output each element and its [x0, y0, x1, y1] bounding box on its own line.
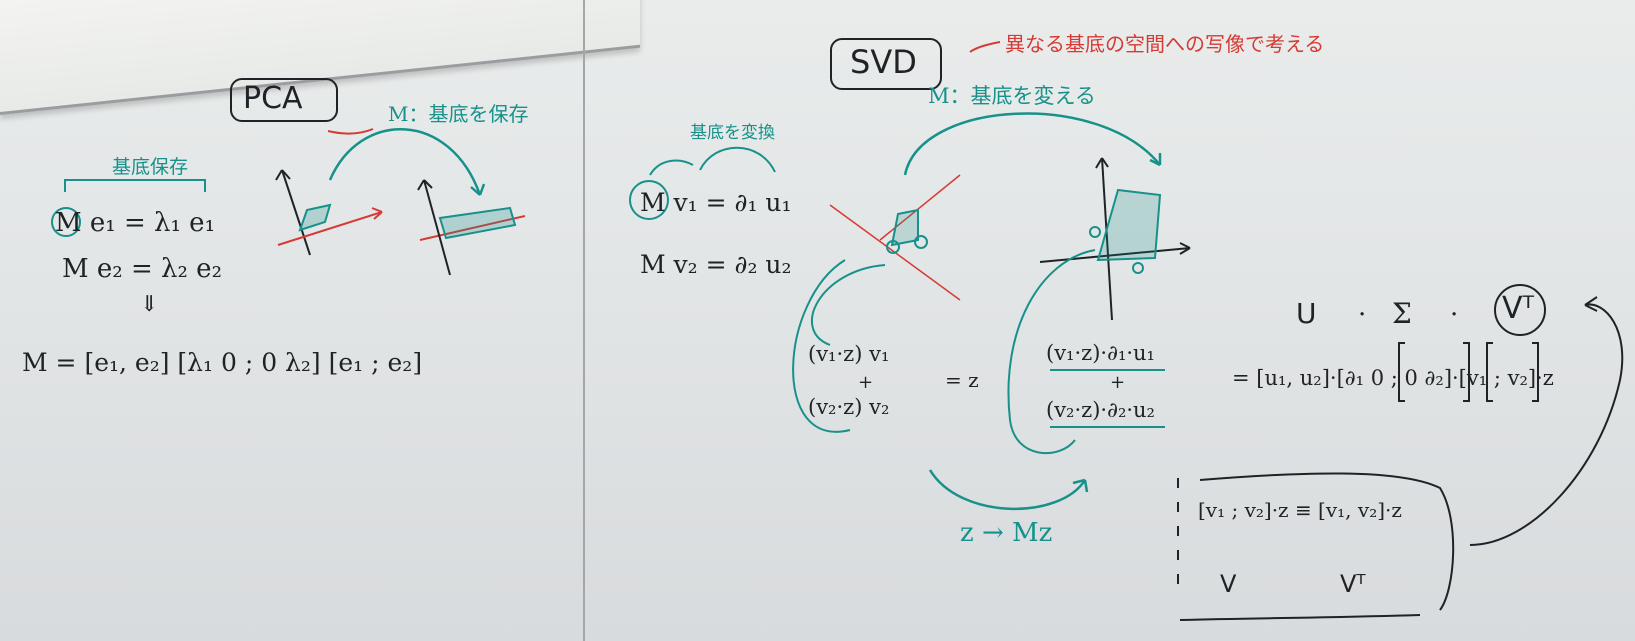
svd-title-box [830, 38, 942, 90]
svd-eq1: M v₁ = ∂₁ u₁ [640, 188, 792, 217]
pca-eq2: M e₂ = λ₂ e₂ [62, 254, 222, 284]
pca-axes-original [275, 169, 311, 256]
pca-bracket [64, 179, 206, 192]
svd-m-label: M：基底を変える [928, 84, 1096, 108]
pca-eq1: M e₁ = λ₁ e₁ [55, 208, 215, 238]
pca-basis-label: 基底保存 [112, 156, 189, 178]
svd-sigma-label: Σ [1392, 297, 1412, 330]
svd-product: = [u₁, u₂]·[∂₁ 0 ; 0 ∂₂]·[v₁ ; v₂]·z [1232, 366, 1554, 390]
box-definition: [v₁ ; v₂]·z ≡ [v₁, v₂]·z [1198, 498, 1402, 522]
svd-dot-1: · [1358, 300, 1367, 330]
pca-title-box [230, 78, 338, 122]
svd-note: 異なる基底の空間への写像で考える [1005, 32, 1325, 56]
pca-title: PCA [243, 81, 303, 116]
board-seam [583, 0, 585, 641]
pca-shaded-region [298, 203, 517, 240]
svd-equals-z: = z [945, 368, 979, 392]
svd-basis-change: 基底を変換 [690, 123, 775, 143]
pca-implies-arrow: ⇓ [140, 292, 159, 317]
pca-decomposition: M = [e₁, e₂] [λ₁ 0 ; 0 λ₂] [e₁ ; e₂] [22, 348, 423, 377]
pca-axes-transformed [417, 179, 451, 276]
box-v-label: V [1220, 570, 1237, 598]
svd-image-bottom: (v₂·z)·∂₂·u₂ [1046, 398, 1155, 422]
svd-m-circle [629, 180, 669, 220]
pca-m-label: M：基底を保存 [388, 102, 529, 126]
svd-dot-2: · [1450, 300, 1459, 330]
pca-red-axis [277, 207, 526, 246]
z-to-mz-arrow [928, 469, 1087, 511]
svd-sum-top: (v₁·z) v₁ [808, 342, 890, 366]
svd-title: SVD [850, 43, 917, 81]
svd-eq2: M v₂ = ∂₂ u₂ [640, 250, 792, 279]
pca-map-arrow [328, 127, 482, 196]
svd-image-region [1096, 188, 1162, 262]
svd-u-label: U [1296, 297, 1317, 330]
pca-m-circle [51, 207, 81, 237]
z-to-mz-label: z → Mz [960, 518, 1053, 548]
svd-right-space [1039, 157, 1191, 321]
svd-image-top: (v₁·z)·∂₁·u₁ [1046, 341, 1155, 365]
v-definition-box [1179, 472, 1455, 621]
svd-sum-bottom: (v₂·z) v₂ [808, 395, 890, 419]
vt-circle [1494, 284, 1546, 336]
box-vt-label: Vᵀ [1340, 570, 1366, 598]
svd-vt-label: Vᵀ [1502, 291, 1535, 326]
basis-change-arrow [699, 146, 776, 173]
svd-map-arrow [903, 112, 1161, 176]
